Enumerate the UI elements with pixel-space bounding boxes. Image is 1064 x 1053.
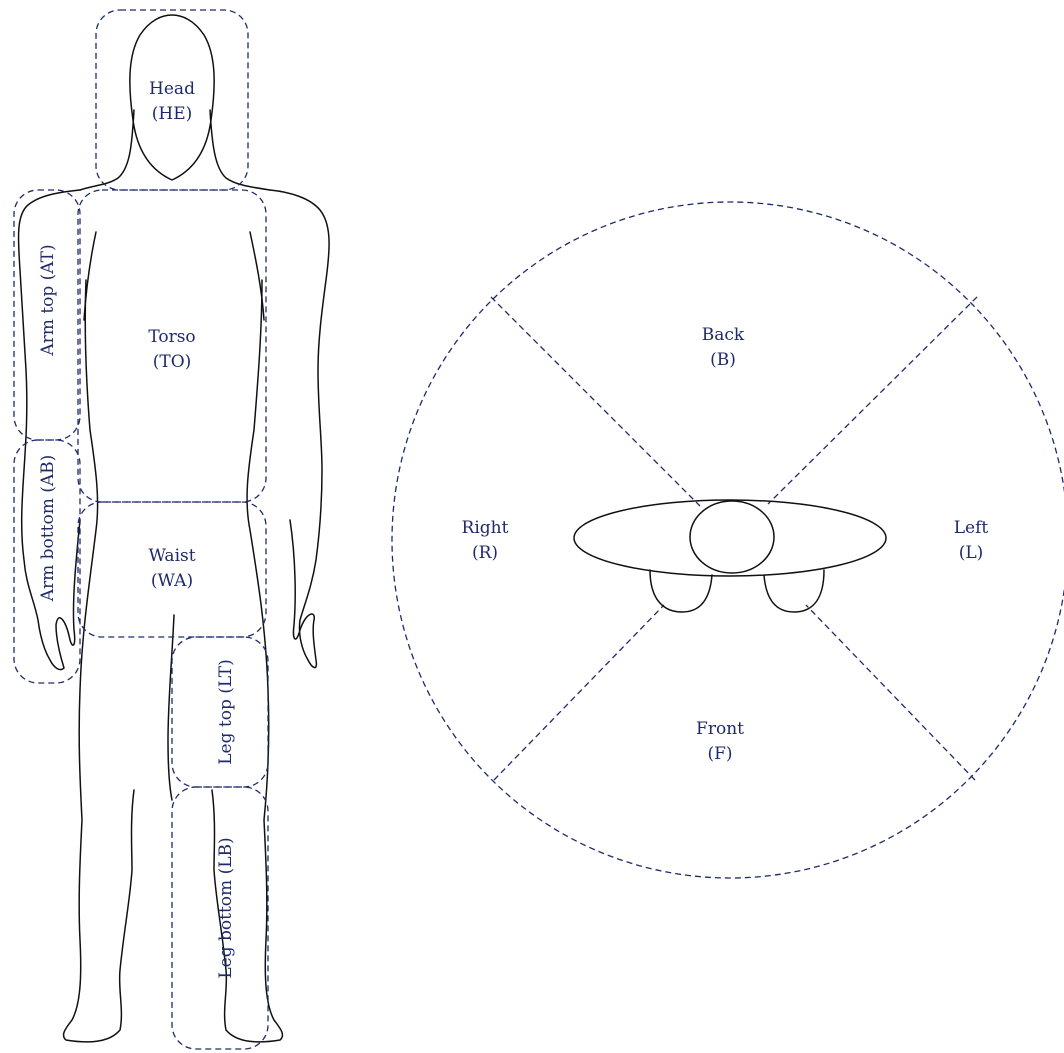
- shoulders-outline: [574, 500, 886, 576]
- top-view-figure: [574, 500, 886, 612]
- left-code-label: (L): [959, 543, 984, 563]
- neck-left-line: [80, 110, 134, 190]
- left-name-label: Left: [954, 518, 989, 538]
- right-code-label: (R): [472, 543, 498, 563]
- left-foot-outline: [650, 570, 712, 612]
- back-name-label: Back: [702, 325, 745, 345]
- waist-name-label: Waist: [148, 546, 195, 566]
- divider-bottom-left: [494, 605, 664, 780]
- torso-name-label: Torso: [148, 327, 195, 347]
- waist-code-label: (WA): [151, 571, 193, 591]
- torso-code-label: (TO): [153, 352, 192, 372]
- leg-top-label: Leg top (LT): [216, 659, 236, 765]
- head-top-outline: [690, 501, 774, 573]
- right-name-label: Right: [462, 518, 509, 538]
- arm-bottom-label: Arm bottom (AB): [38, 455, 58, 603]
- human-figure: [18, 15, 329, 1042]
- left-torso-side: [64, 280, 134, 1042]
- arm-top-label: Arm top (AT): [38, 244, 58, 356]
- inner-leg-line: [168, 615, 174, 800]
- leg-bottom-label: Leg bottom (LB): [216, 837, 236, 978]
- front-name-label: Front: [696, 719, 744, 739]
- right-foot-outline: [764, 570, 824, 612]
- direction-diagram: Back (B) Right (R) Left (L) Front (F): [392, 202, 1064, 878]
- neck-right-line: [210, 110, 270, 190]
- zone-head: [96, 10, 248, 190]
- divider-top-right: [768, 297, 977, 504]
- right-arm-outline: [270, 190, 329, 668]
- direction-circle: [392, 202, 1064, 878]
- divider-bottom-right: [806, 605, 975, 780]
- head-code-label: (HE): [152, 104, 193, 124]
- head-name-label: Head: [149, 79, 195, 99]
- body-region-labels: Head (HE) Torso (TO) Waist (WA) Arm top …: [38, 79, 236, 979]
- back-code-label: (B): [710, 350, 736, 370]
- divider-top-left: [491, 297, 700, 506]
- zone-waist: [78, 502, 266, 637]
- front-code-label: (F): [707, 744, 732, 764]
